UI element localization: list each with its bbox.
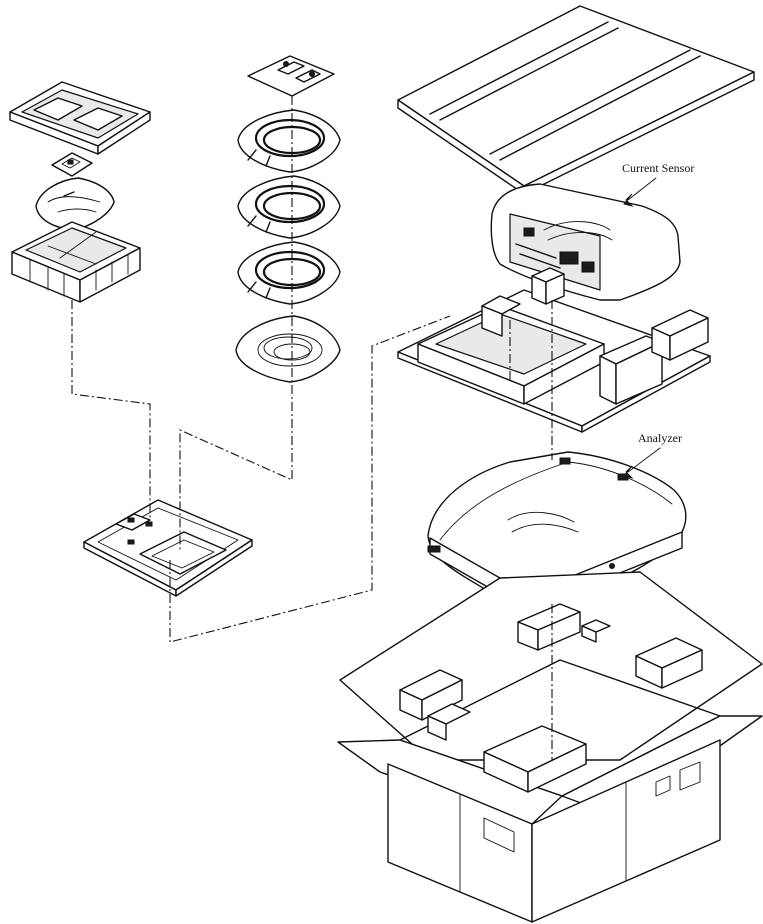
cable-bag-3 [237, 241, 341, 305]
cable-bag-1 [237, 109, 341, 173]
probe-bag [35, 177, 115, 231]
current-sensor-arrow [627, 177, 657, 201]
carton-foam-blocks [399, 603, 703, 793]
small-adapter-bag [51, 152, 93, 177]
cable-bag-4 [235, 315, 341, 383]
assembly-guide-lines [71, 96, 553, 760]
callout-current-sensor: Current Sensor [622, 161, 694, 207]
connector-bag [247, 55, 335, 97]
foam-lid-panel [397, 5, 755, 195]
callout-analyzer: Analyzer [623, 431, 682, 479]
foam-tray-base [11, 221, 141, 303]
analyzer-arrow [627, 447, 661, 473]
manual-envelope [83, 499, 253, 597]
foam-insert [397, 267, 711, 433]
current-sensor-label: Current Sensor [622, 161, 694, 175]
analyzer-label: Analyzer [638, 431, 682, 445]
cable-bag-2 [237, 175, 341, 239]
current-sensor-unit [490, 183, 681, 301]
accessory-tray-lid [9, 81, 151, 155]
